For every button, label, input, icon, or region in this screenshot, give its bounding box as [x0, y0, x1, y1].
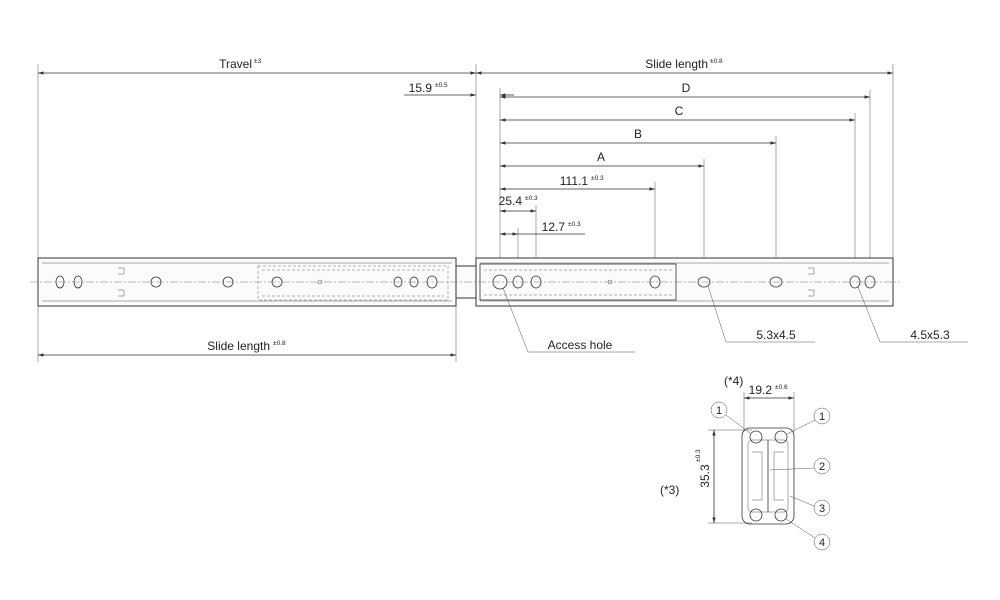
b-label: B	[634, 127, 642, 141]
dimension-25: 25.4 ±0.3	[499, 194, 538, 280]
dimension-b: B	[500, 127, 777, 280]
access-hole-label: Access hole	[548, 338, 613, 352]
dimension-c: C	[500, 104, 856, 280]
travel-label: Travel	[219, 57, 252, 71]
note-4: (*4)	[724, 374, 743, 388]
offset-label: 15.9	[409, 81, 433, 95]
bubble-2: 2	[769, 457, 831, 475]
hole-a-label: 5.3x4.5	[756, 328, 796, 342]
d25-tolerance: ±0.3	[525, 195, 538, 202]
bubble-1-left: 1	[710, 401, 751, 434]
bubble-4: 4	[785, 518, 831, 551]
offset-tolerance: ±0.5	[435, 82, 448, 89]
svg-text:3: 3	[819, 503, 825, 515]
svg-text:1: 1	[819, 411, 825, 423]
svg-text:4: 4	[819, 537, 825, 549]
svg-text:2: 2	[819, 461, 825, 473]
hole-b-label: 4.5x5.3	[910, 328, 950, 342]
dimension-slide-length-top: Slide length ±0.8	[476, 57, 894, 258]
callout-hole-5-3: 5.3x4.5	[707, 285, 815, 343]
slide-length-top-tolerance: ±0.8	[710, 58, 723, 65]
c-label: C	[675, 104, 684, 118]
d25-label: 25.4	[499, 194, 523, 208]
dimension-offset: 15.9 ±0.5	[404, 81, 514, 258]
slide-length-bottom-tolerance: ±0.8	[273, 340, 286, 347]
a-label: A	[597, 150, 605, 164]
dimension-slide-length-bottom: Slide length ±0.8	[37, 306, 457, 362]
bubble-3: 3	[789, 495, 831, 517]
dimension-d: D	[500, 81, 871, 280]
travel-tolerance: ±3	[254, 58, 262, 65]
d12-tolerance: ±0.3	[568, 221, 581, 228]
slide-length-top-label: Slide length	[645, 57, 708, 71]
d-label: D	[682, 81, 691, 95]
section-height-tolerance: ±0.3	[695, 449, 702, 462]
d12-label: 12.7	[542, 220, 566, 234]
note-3: (*3)	[660, 483, 679, 497]
dimension-travel: Travel ±3	[37, 57, 477, 258]
callout-hole-4-5: 4.5x5.3	[857, 286, 968, 343]
slide-length-bottom-label: Slide length	[207, 339, 270, 353]
cross-section-view: (*4) (*3) 19.2 ±0.6 35.3 ±0.3 1	[660, 374, 831, 551]
d111-label: 111.1	[560, 174, 589, 188]
section-height-label: 35.3	[698, 464, 712, 488]
bubble-1-right: 1	[786, 407, 831, 435]
section-width-label: 19.2	[749, 383, 773, 397]
callout-access-hole: Access hole	[502, 287, 635, 353]
dimension-12: 12.7 ±0.3	[500, 220, 585, 280]
d111-tolerance: ±0.3	[591, 175, 604, 182]
svg-text:1: 1	[716, 405, 722, 417]
section-width-tolerance: ±0.6	[775, 384, 788, 391]
